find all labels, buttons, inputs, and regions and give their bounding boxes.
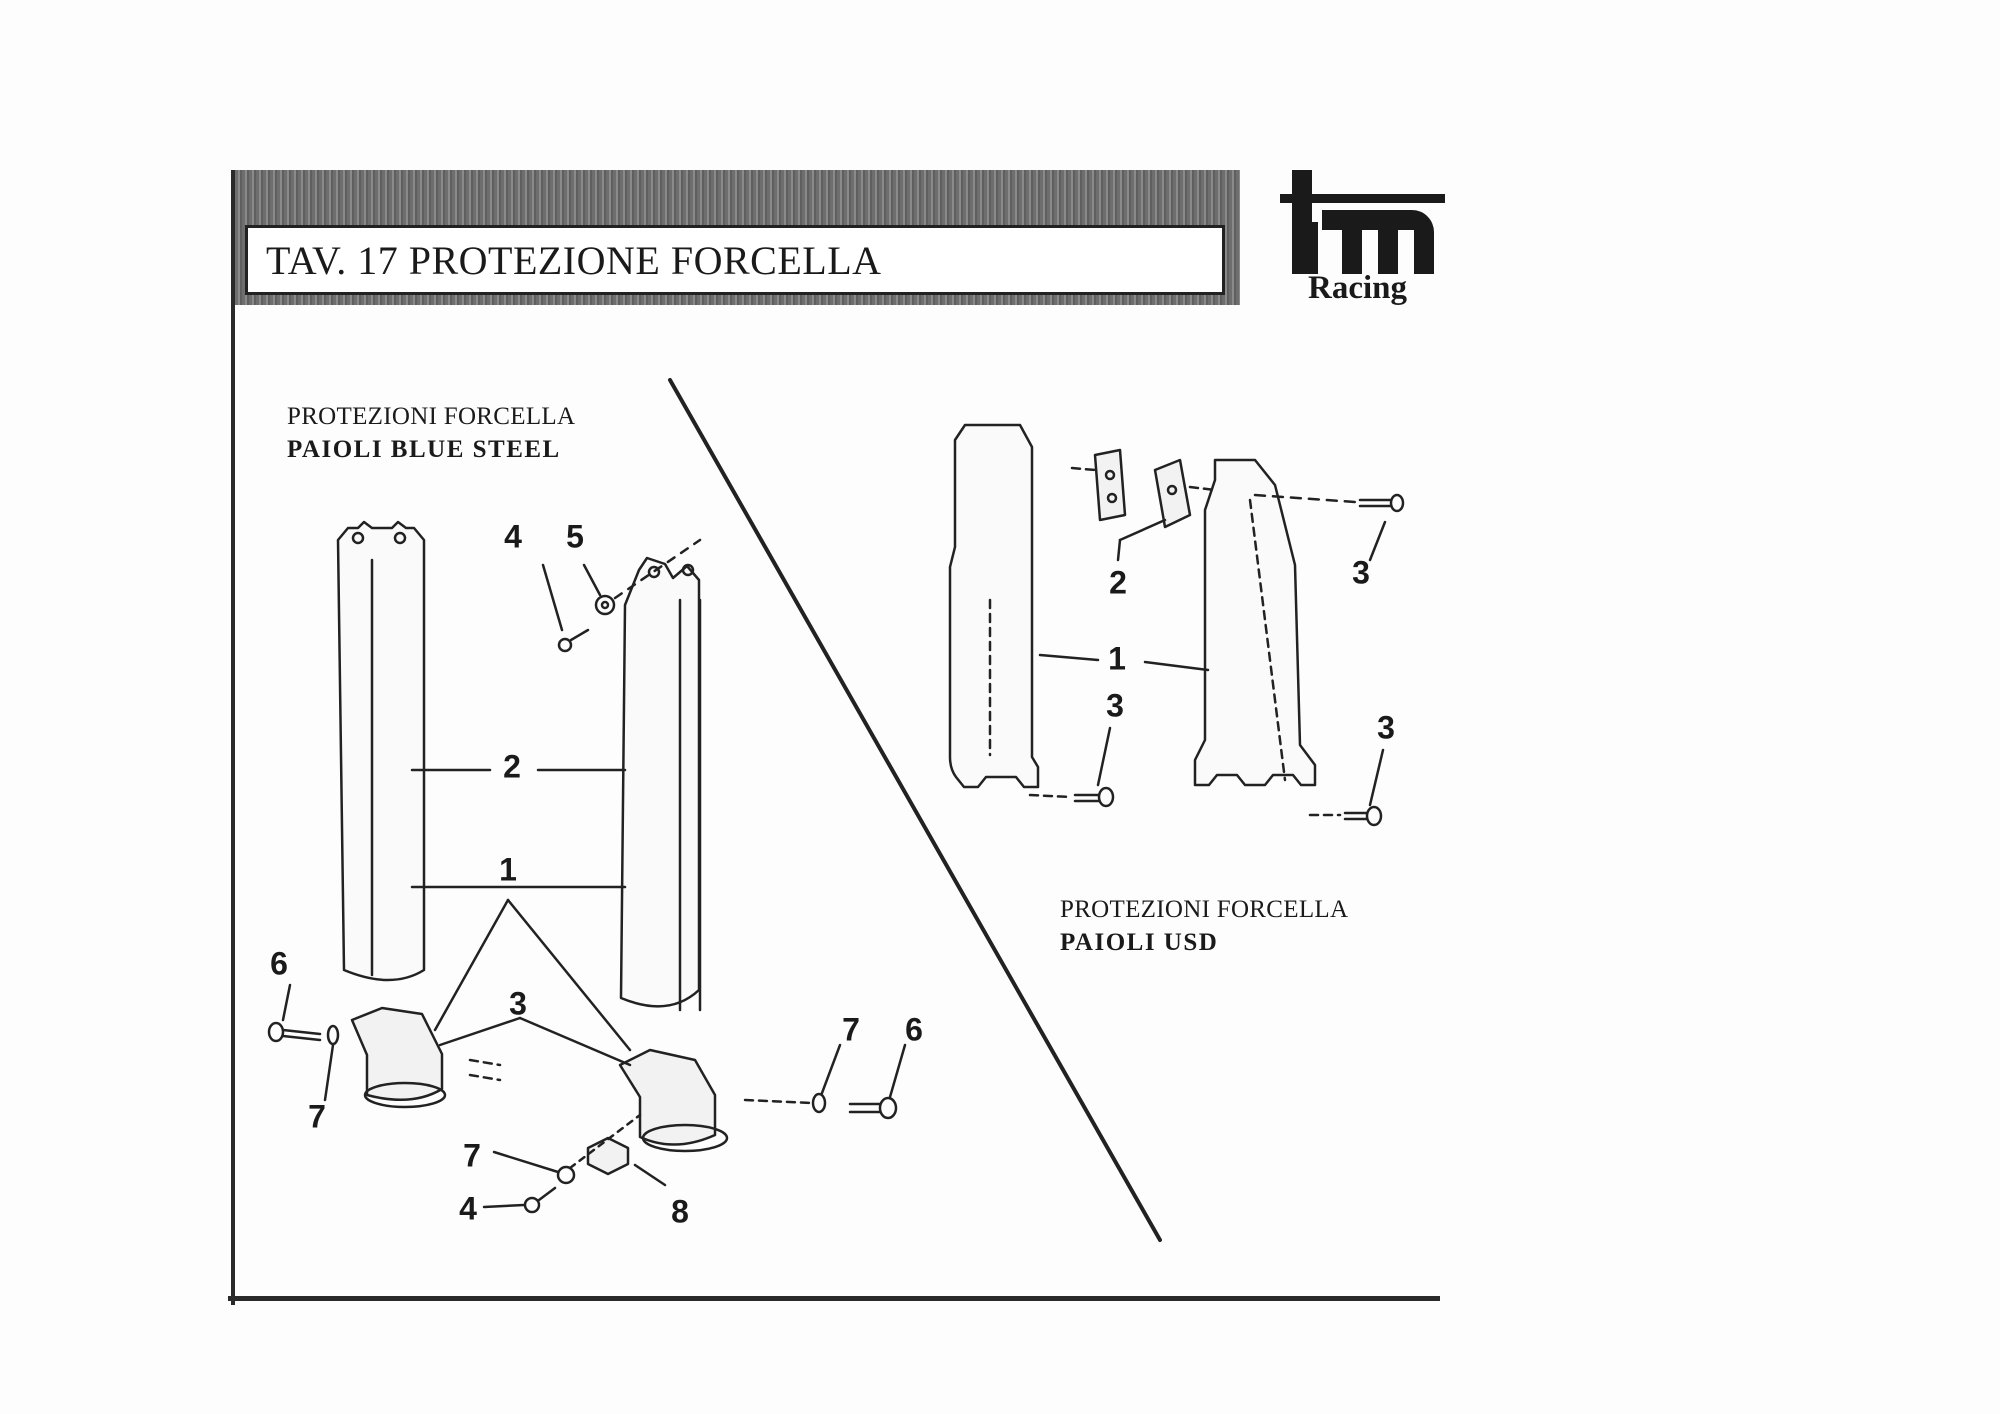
section-label-blue-steel: PROTEZIONI FORCELLA PAIOLI BLUE STEEL (287, 400, 575, 466)
callout-3-right-top: 3 (1352, 554, 1370, 591)
clamp-bracket-right (618, 1048, 729, 1153)
washer-7-left (326, 1024, 340, 1046)
washer-7-lower (556, 1165, 576, 1185)
fork-guard-left-a (336, 520, 426, 982)
plate-2-left (1093, 448, 1127, 522)
callout-3-right-bottom: 3 (1377, 709, 1395, 746)
washer-7-right (811, 1092, 827, 1114)
callout-6-left: 6 (270, 945, 288, 982)
section-left-line1: PROTEZIONI FORCELLA (287, 403, 576, 430)
washer-5 (594, 594, 616, 616)
callout-1-left: 1 (499, 851, 517, 888)
callout-7-lower: 7 (463, 1137, 481, 1174)
fork-guard-left-b (619, 556, 702, 1012)
tm-racing-logo (1280, 170, 1445, 274)
callout-2-left: 2 (503, 748, 521, 785)
section-label-usd: PROTEZIONI FORCELLA PAIOLI USD (1060, 893, 1348, 959)
frame-left-rule (231, 170, 235, 1305)
callout-7-right: 7 (842, 1011, 860, 1048)
section-right-line1: PROTEZIONI FORCELLA (1060, 896, 1349, 923)
strap-8 (586, 1136, 630, 1176)
bolt-6-right (848, 1096, 898, 1120)
callout-2-right: 2 (1109, 564, 1127, 601)
callout-7-left: 7 (308, 1098, 326, 1135)
callout-5: 5 (566, 518, 584, 555)
bolt-6-left (267, 1021, 322, 1043)
callout-4-top: 4 (504, 518, 522, 555)
callout-1-right: 1 (1108, 640, 1126, 677)
section-left-line2: PAIOLI BLUE STEEL (287, 436, 561, 463)
logo-racing-text: Racing (1308, 270, 1407, 306)
bolt-4-top (557, 628, 590, 653)
bolt-3-top (1358, 493, 1405, 513)
section-divider-line (668, 378, 1162, 1242)
bolt-3-mid (1073, 786, 1115, 808)
section-right-line2: PAIOLI USD (1060, 929, 1219, 956)
plate-2-right (1153, 458, 1192, 529)
clamp-bracket-left (350, 1006, 447, 1109)
title-box: TAV. 17 PROTEZIONE FORCELLA (245, 225, 1225, 295)
page-title: TAV. 17 PROTEZIONE FORCELLA (266, 237, 882, 283)
callout-3-right-mid: 3 (1106, 687, 1124, 724)
fork-guard-usd-a (948, 423, 1040, 789)
callout-8: 8 (671, 1193, 689, 1230)
callout-3-left: 3 (509, 985, 527, 1022)
bolt-4-lower (523, 1186, 557, 1214)
callout-4-lower: 4 (459, 1190, 477, 1227)
frame-bottom-rule (228, 1296, 1440, 1301)
bolt-3-bottom (1343, 805, 1383, 827)
fork-guard-usd-b (1193, 458, 1317, 787)
callout-6-right: 6 (905, 1011, 923, 1048)
